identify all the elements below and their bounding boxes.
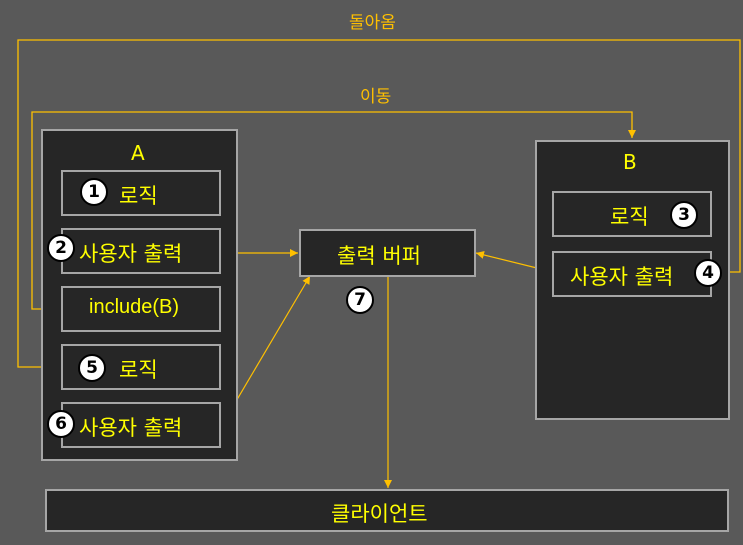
client-label: 클라이언트: [331, 502, 428, 526]
step-6-badge: 6: [47, 410, 75, 438]
a-logic-2: 로직: [61, 344, 221, 390]
step-7-badge: 7: [346, 286, 374, 314]
client-box: 클라이언트: [45, 489, 729, 532]
b-logic: 로직: [552, 191, 712, 237]
step-3-badge: 3: [670, 201, 698, 229]
step-2-badge: 2: [47, 234, 75, 262]
a-include: include(B): [61, 286, 221, 332]
a-logic-2-label: 로직: [119, 358, 158, 382]
step-5-badge: 5: [78, 354, 106, 382]
step-1-badge: 1: [80, 178, 108, 206]
b-output-label: 사용자 출력: [570, 265, 674, 289]
return-arrow: [17, 39, 741, 371]
output-buffer-label: 출력 버퍼: [337, 244, 421, 268]
step-4-badge: 4: [694, 259, 722, 287]
b-output: 사용자 출력: [552, 251, 712, 297]
a-include-label: include(B): [89, 296, 180, 318]
box-b-title: B: [623, 150, 637, 174]
output-buffer: 출력 버퍼: [299, 229, 476, 277]
a-output-2: 사용자 출력: [61, 402, 221, 448]
return-label: 돌아옴: [349, 13, 396, 33]
b-logic-label: 로직: [610, 205, 649, 229]
a-output-2-label: 사용자 출력: [79, 416, 183, 440]
move-label: 이동: [360, 87, 392, 107]
box-a-title: A: [131, 141, 145, 165]
a-logic-1-label: 로직: [119, 184, 158, 208]
a-output-1: 사용자 출력: [61, 228, 221, 274]
a-output-1-label: 사용자 출력: [79, 242, 183, 266]
